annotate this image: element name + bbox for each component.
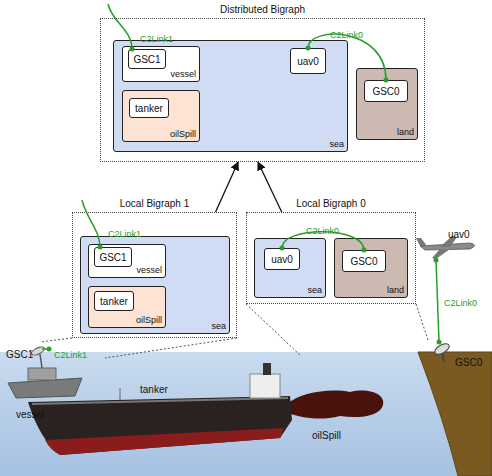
tanker-ship (28, 363, 292, 455)
land-shore (418, 352, 492, 476)
sea-water (0, 352, 492, 476)
region-label: oilSpill (136, 316, 162, 326)
object-label: tanker (140, 384, 168, 395)
box-label: GSC0 (350, 256, 377, 267)
object-label: oilSpill (312, 430, 341, 441)
merge-arrow (216, 162, 239, 212)
station-box: GSC0 (342, 250, 386, 272)
open-link-line (82, 4, 135, 250)
box-label: uav0 (271, 254, 293, 265)
tanker-box: tanker (129, 98, 169, 118)
sea-region: sea uav0 (254, 238, 326, 298)
sea-region: sea vessel GSC1 oilSpill tanker (80, 236, 230, 334)
link-dot (280, 246, 285, 251)
object-label: GSC0 (455, 357, 482, 368)
bigraph-frame: Local Bigraph 0seauav0landGSC0 (246, 212, 416, 304)
box-label: GSC1 (133, 54, 160, 65)
station-box: GSC0 (364, 80, 408, 102)
link-name: C2Link1 (140, 34, 173, 44)
label-holder: vessel (16, 404, 44, 422)
edge-label-holder: C2Link0 (306, 220, 339, 238)
station-box: GSC1 (94, 247, 132, 267)
label-holder: C2Link1 (140, 28, 173, 46)
tanker-box: tanker (94, 291, 134, 311)
oil-spill-blob (286, 390, 383, 418)
label-holder: oilSpill (312, 425, 341, 443)
station-box: GSC1 (128, 49, 166, 69)
link-dot (306, 46, 311, 51)
oil-spill-region: oilSpill tanker (122, 90, 200, 142)
object-label: vessel (16, 409, 44, 420)
box-label: tanker (100, 296, 128, 307)
ground-station-dish (433, 342, 451, 362)
box-label: tanker (135, 103, 163, 114)
land-region: land GSC0 (334, 238, 408, 298)
label-holder: GSC1 (6, 344, 33, 362)
region-label: sea (307, 286, 322, 296)
box-label: GSC1 (99, 252, 126, 263)
edge-label-holder: C2Link0 (330, 24, 363, 42)
oil-spill-region: oilSpill tanker (88, 286, 166, 328)
vessel-box: vessel GSC1 (122, 46, 200, 82)
sea-region: sea vessel GSC1 uav0 oilSpill tanker (113, 40, 348, 152)
uav-box: uav0 (290, 48, 326, 74)
object-label: GSC1 (6, 349, 33, 360)
label-holder: C2Link0 (444, 292, 477, 310)
region-label: land (387, 286, 404, 296)
region-label: sea (211, 322, 226, 332)
link-name: C2Link1 (54, 350, 87, 360)
link-name: C2Link0 (444, 298, 477, 308)
link-name: C2Link0 (330, 30, 363, 40)
label-holder: C2Link1 (54, 344, 87, 362)
label-holder: GSC0 (455, 352, 482, 370)
bigraph-title: Local Bigraph 1 (120, 198, 190, 209)
bigraph-title: Distributed Bigraph (220, 4, 305, 15)
box-label: GSC0 (372, 86, 399, 97)
label-holder: C2Link1 (108, 223, 141, 241)
link-connector (308, 34, 386, 80)
link-name: C2Link1 (108, 229, 141, 239)
box-label: uav0 (297, 56, 319, 67)
link-dot (384, 78, 389, 83)
link-name: C2Link0 (306, 226, 339, 236)
uav-box: uav0 (264, 248, 300, 270)
region-label: oilSpill (170, 130, 196, 140)
bigraph-title: Local Bigraph 0 (296, 198, 366, 209)
merge-arrow (258, 162, 282, 212)
region-label: land (397, 128, 414, 138)
region-label: sea (329, 140, 344, 150)
region-label: vessel (136, 266, 162, 276)
region-label: vessel (170, 70, 196, 80)
link-dot (362, 248, 367, 253)
label-holder: uav0 (448, 224, 470, 242)
object-label: uav0 (448, 229, 470, 240)
label-holder: tanker (140, 379, 168, 397)
